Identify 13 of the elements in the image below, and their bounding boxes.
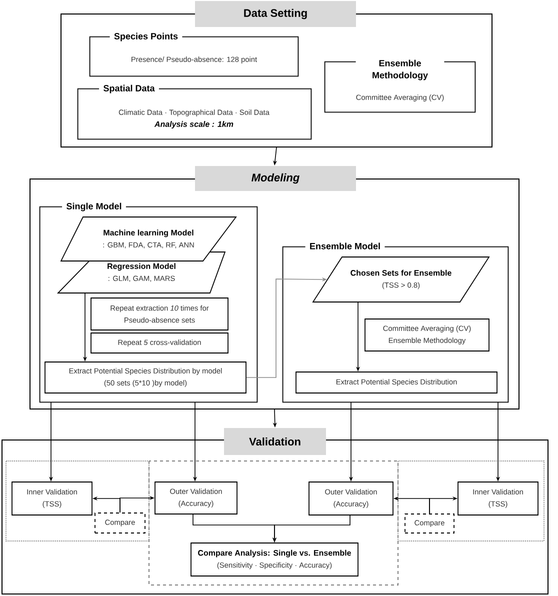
section-box <box>89 32 299 77</box>
section-title: Ensemble Model <box>310 242 380 250</box>
section-title: Spatial Data <box>104 84 155 94</box>
section-title: Ensemble Methodology <box>372 60 428 80</box>
section-box <box>77 84 312 140</box>
title-tab: Modeling <box>195 166 356 191</box>
section-box <box>282 242 509 403</box>
section-title: Single Model <box>66 202 122 212</box>
section-box <box>324 60 476 113</box>
section-box <box>39 202 258 403</box>
title-tab: Data Setting <box>195 1 356 27</box>
section-title: Species Points <box>114 32 178 42</box>
title-tab: Validation <box>224 428 326 455</box>
